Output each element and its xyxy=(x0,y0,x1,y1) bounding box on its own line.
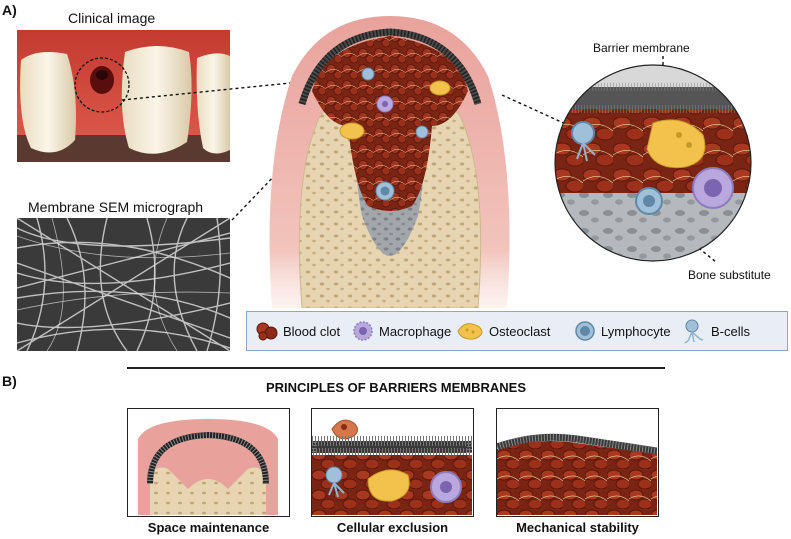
legend-item-lymphocyte: Lymphocyte xyxy=(573,312,671,350)
cell-legend: Blood clot Macrophage Osteoclast Lymphoc… xyxy=(246,311,788,351)
caption-space-maintenance: Space maintenance xyxy=(127,520,290,535)
b-cell-icon xyxy=(681,318,707,344)
blood-clot-icon xyxy=(255,321,279,341)
mechanical-stability-illustration xyxy=(497,409,657,515)
caption-mechanical-stability: Mechanical stability xyxy=(496,520,659,535)
legend-label: Macrophage xyxy=(379,324,451,339)
zoom-circle xyxy=(553,63,753,263)
socket-cross-section xyxy=(262,16,517,308)
mechanical-stability-box xyxy=(496,408,659,517)
legend-item-b-cells: B-cells xyxy=(681,312,750,350)
section-title: PRINCIPLES OF BARRIERS MEMBRANES xyxy=(200,380,592,395)
barrier-membrane-label: Barrier membrane xyxy=(593,41,690,55)
caption-cellular-exclusion: Cellular exclusion xyxy=(311,520,474,535)
lymphocyte-icon xyxy=(573,320,597,342)
zoom-b-cell xyxy=(572,122,594,144)
space-maintenance-box xyxy=(127,408,290,517)
legend-label: B-cells xyxy=(711,324,750,339)
legend-label: Osteoclast xyxy=(489,324,550,339)
cellular-exclusion-box xyxy=(311,408,474,517)
bone-substitute-label: Bone substitute xyxy=(688,268,771,282)
osteoclast-icon xyxy=(455,321,485,341)
legend-item-blood-clot: Blood clot xyxy=(255,312,340,350)
legend-label: Lymphocyte xyxy=(601,324,671,339)
legend-item-macrophage: Macrophage xyxy=(351,312,451,350)
space-maintenance-illustration xyxy=(128,409,288,515)
legend-label: Blood clot xyxy=(283,324,340,339)
macrophage-icon xyxy=(351,320,375,342)
cellular-exclusion-illustration xyxy=(312,409,472,515)
section-divider xyxy=(127,367,665,369)
socket-osteoclast xyxy=(340,123,364,139)
legend-item-osteoclast: Osteoclast xyxy=(455,312,550,350)
